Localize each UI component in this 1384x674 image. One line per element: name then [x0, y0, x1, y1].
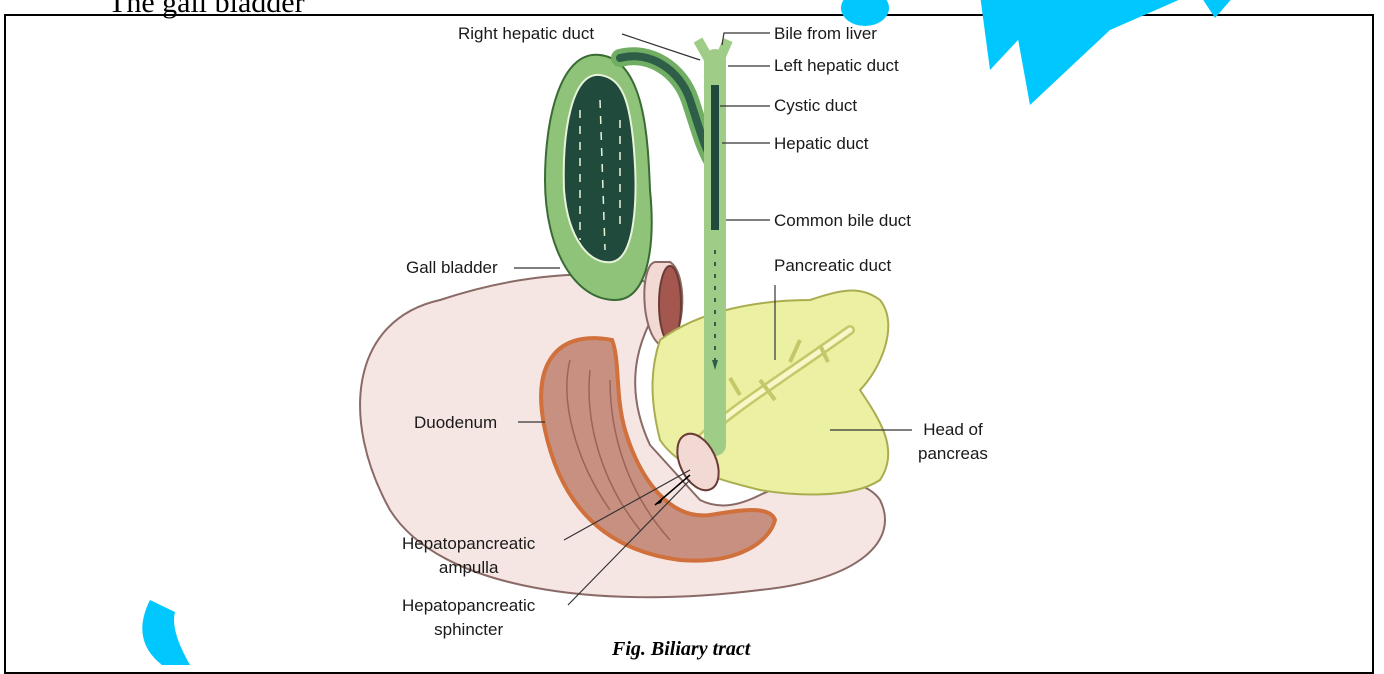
- label-hepatic-duct: Hepatic duct: [774, 134, 869, 154]
- label-right-hepatic-duct: Right hepatic duct: [458, 24, 594, 44]
- label-head-of-pancreas: Head of pancreas: [918, 418, 988, 466]
- gall-bladder-shape: [545, 55, 715, 300]
- label-hepatopancreatic-sphincter: Hepatopancreatic sphincter: [402, 594, 535, 642]
- label-bile-from-liver: Bile from liver: [774, 24, 877, 44]
- label-left-hepatic-duct: Left hepatic duct: [774, 56, 899, 76]
- label-hepatopancreatic-ampulla: Hepatopancreatic ampulla: [402, 532, 535, 580]
- label-gall-bladder: Gall bladder: [406, 258, 498, 278]
- label-pancreatic-duct: Pancreatic duct: [774, 256, 891, 276]
- figure-caption: Fig. Biliary tract: [612, 638, 750, 661]
- label-common-bile-duct: Common bile duct: [774, 211, 911, 231]
- label-cystic-duct: Cystic duct: [774, 96, 857, 116]
- label-duodenum: Duodenum: [414, 413, 497, 433]
